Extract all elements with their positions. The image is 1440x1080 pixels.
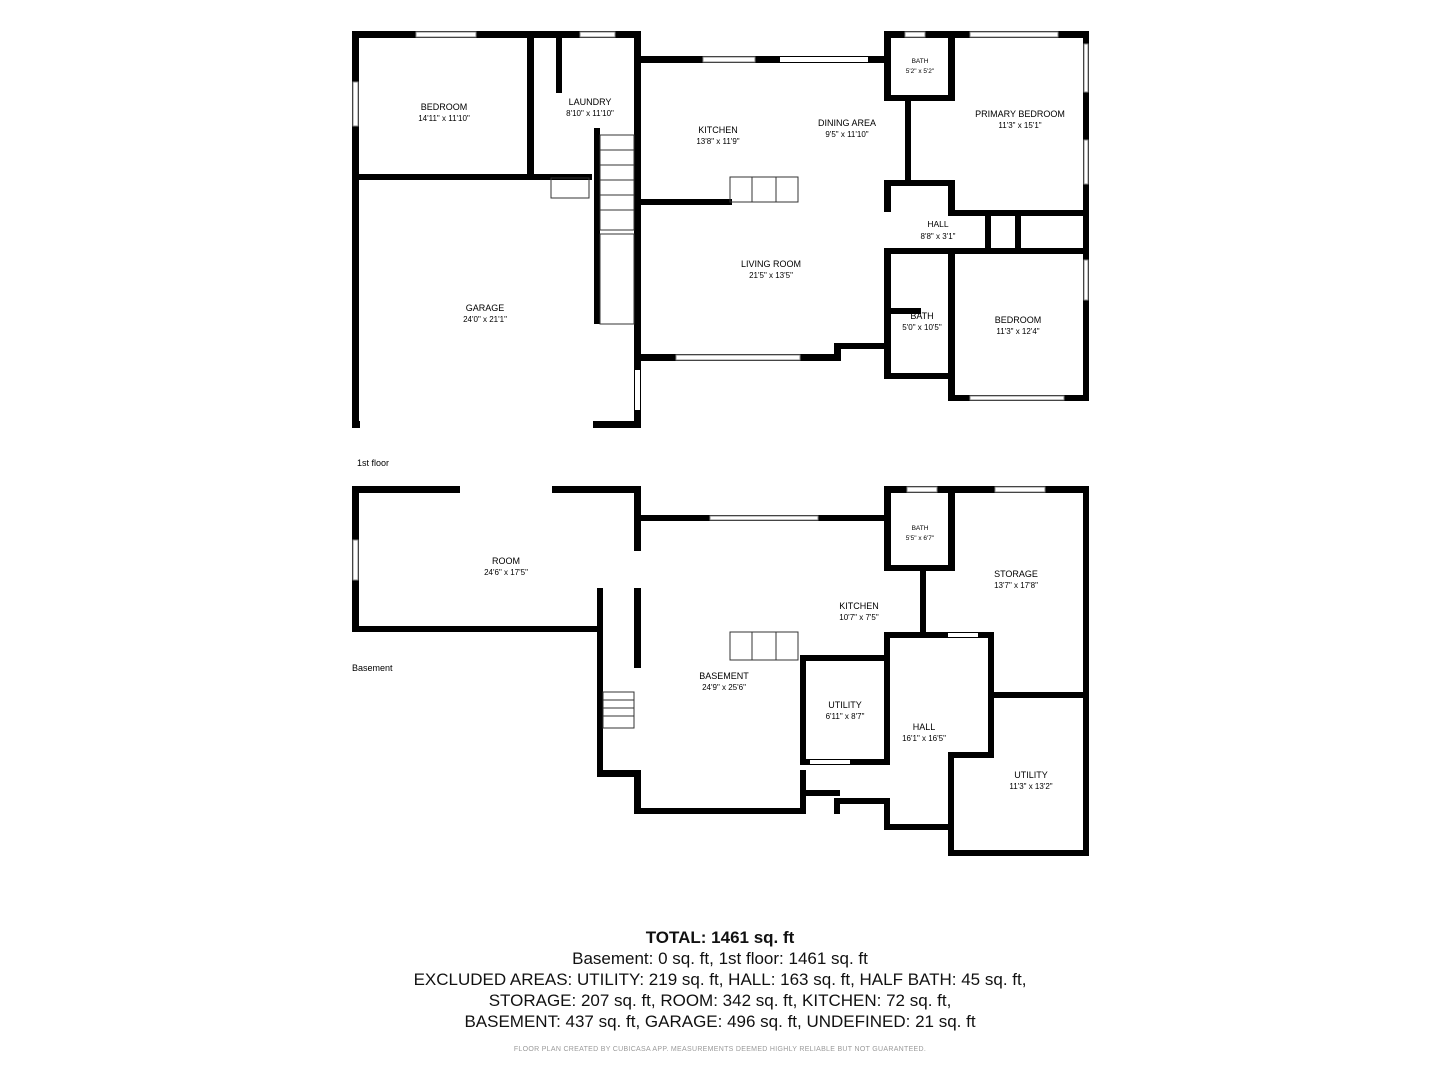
room-dimensions: 10'7" x 7'5": [839, 613, 879, 622]
room-label: KITCHEN 10'7" x 7'5": [789, 600, 929, 624]
room-label: UTILITY 11'3" x 13'2": [961, 769, 1101, 793]
room-label: LIVING ROOM 21'5" x 13'5": [701, 258, 841, 282]
room-name: KITCHEN: [698, 125, 738, 135]
room-dimensions: 11'3" x 12'4": [996, 327, 1040, 336]
room-dimensions: 24'0" x 21'1": [463, 315, 507, 324]
summary-line-2: EXCLUDED AREAS: UTILITY: 219 sq. ft, HAL…: [413, 970, 1027, 989]
room-label: PRIMARY BEDROOM 11'3" x 15'1": [950, 108, 1090, 132]
room-label: DINING AREA 9'5" x 11'10": [777, 117, 917, 141]
footer-disclaimer: FLOOR PLAN CREATED BY CUBICASA APP. MEAS…: [513, 1046, 927, 1053]
room-dimensions: 16'1" x 16'5": [902, 734, 946, 743]
room-name: BATH: [911, 58, 929, 65]
room-name: BEDROOM: [420, 102, 468, 112]
area-summary: TOTAL: 1461 sq. ft Basement: 0 sq. ft, 1…: [0, 927, 1440, 1032]
floor-label-1st: 1st floor: [357, 458, 390, 468]
room-name: GARAGE: [465, 303, 505, 313]
room-dimensions: 5'2" x 5'2": [905, 67, 935, 75]
room-name: PRIMARY BEDROOM: [975, 109, 1065, 119]
room-dimensions: 21'5" x 13'5": [749, 271, 793, 280]
room-dimensions: 8'8" x 3'1": [920, 231, 956, 241]
room-label: ROOM 24'6" x 17'5": [436, 555, 576, 579]
room-name: BATH: [911, 525, 929, 532]
room-name: LIVING ROOM: [740, 259, 801, 269]
room-name: HALL: [927, 219, 949, 229]
room-label: BEDROOM 11'3" x 12'4": [948, 314, 1088, 338]
room-name: DINING AREA: [817, 118, 876, 128]
room-name: UTILITY: [828, 700, 862, 710]
room-dimensions: 11'3" x 13'2": [1009, 782, 1053, 791]
room-dimensions: 5'5" x 6'7": [905, 534, 935, 542]
room-dimensions: 14'11" x 11'10": [418, 114, 470, 123]
summary-line-4: BASEMENT: 437 sq. ft, GARAGE: 496 sq. ft…: [464, 1012, 976, 1031]
room-dimensions: 13'8" x 11'9": [696, 137, 740, 146]
room-dimensions: 9'5" x 11'10": [825, 130, 869, 139]
total-area: TOTAL: 1461 sq. ft: [645, 928, 795, 947]
summary-line-1: Basement: 0 sq. ft, 1st floor: 1461 sq. …: [572, 949, 868, 968]
room-dimensions: 24'6" x 17'5": [484, 568, 528, 577]
room-dimensions: 6'11" x 8'7": [825, 712, 865, 721]
room-label: HALL 16'1" x 16'5": [854, 721, 994, 745]
room-name: HALL: [912, 722, 936, 732]
room-label: UTILITY 6'11" x 8'7": [775, 699, 915, 723]
room-dimensions: 24'9" x 25'6": [702, 683, 746, 692]
room-name: ROOM: [492, 556, 520, 566]
room-dimensions: 8'10" x 11'10": [566, 109, 614, 118]
room-label: BASEMENT 24'9" x 25'6": [654, 670, 794, 694]
room-label: HALL 8'8" x 3'1": [868, 219, 1008, 242]
room-label: GARAGE 24'0" x 21'1": [415, 302, 555, 326]
room-dimensions: 11'3" x 15'1": [998, 121, 1042, 130]
room-label: KITCHEN 13'8" x 11'9": [648, 124, 788, 148]
floor-label-basement: Basement: [352, 663, 393, 673]
room-dimensions: 5'0" x 10'5": [902, 323, 942, 332]
room-name: KITCHEN: [839, 601, 879, 611]
room-label: STORAGE 13'7" x 17'8": [946, 568, 1086, 592]
room-name: UTILITY: [1014, 770, 1048, 780]
basement-plan: [352, 486, 1089, 856]
room-label: BATH 5'5" x 6'7": [850, 524, 990, 543]
room-name: BEDROOM: [994, 315, 1042, 325]
room-label: LAUNDRY 8'10" x 11'10": [520, 96, 660, 120]
room-label: BATH 5'2" x 5'2": [850, 57, 990, 76]
room-name: STORAGE: [994, 569, 1038, 579]
room-label: BATH 5'0" x 10'5": [852, 310, 992, 334]
room-name: BASEMENT: [699, 671, 749, 681]
summary-line-3: STORAGE: 207 sq. ft, ROOM: 342 sq. ft, K…: [488, 991, 952, 1010]
first-floor-plan: [352, 31, 1089, 428]
room-name: LAUNDRY: [568, 97, 612, 107]
room-name: BATH: [910, 311, 934, 321]
room-label: BEDROOM 14'11" x 11'10": [374, 101, 514, 125]
room-dimensions: 13'7" x 17'8": [994, 581, 1038, 590]
